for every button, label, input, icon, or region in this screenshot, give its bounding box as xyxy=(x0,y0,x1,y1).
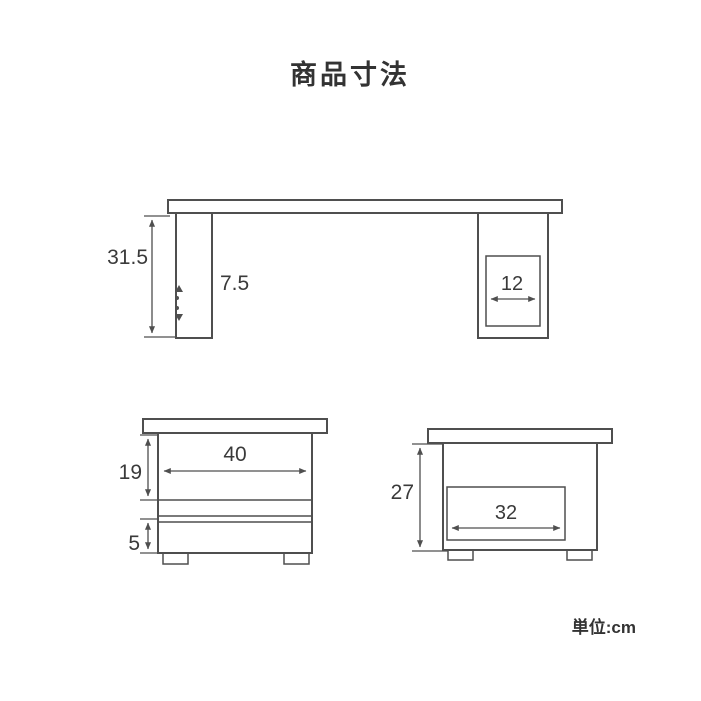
dim-side-left-lower-height: 5 xyxy=(128,518,163,555)
dim-side-left-lower-height-label: 5 xyxy=(128,532,140,555)
front-tabletop xyxy=(167,199,563,214)
side-left-foot xyxy=(283,552,310,565)
dim-front-inner-width: 12 xyxy=(490,273,536,303)
dim-dot xyxy=(175,306,179,310)
dim-front-inner-width-label: 12 xyxy=(501,273,523,295)
page-title: 商品寸法 xyxy=(290,60,410,90)
dim-side-left-inner-width: 40 xyxy=(163,443,307,475)
side-view-left: 40 19 5 xyxy=(119,418,328,565)
side-left-body xyxy=(157,432,313,554)
side-right-opening xyxy=(446,486,566,541)
dim-front-leg-detail-label: 7.5 xyxy=(220,272,249,295)
dim-side-right-inner-height: 27 xyxy=(391,443,448,552)
dim-side-left-upper-height: 19 xyxy=(119,434,158,501)
dim-front-leg-detail: 7.5 xyxy=(175,272,249,321)
side-right-foot xyxy=(566,549,593,561)
dim-side-right-inner-height-label: 27 xyxy=(391,481,414,504)
dim-side-left-inner-width-label: 40 xyxy=(223,443,246,466)
dim-arrow-down xyxy=(175,314,183,321)
dim-side-left-upper-height-label: 19 xyxy=(119,461,142,484)
dim-side-right-inner-width: 32 xyxy=(451,502,561,532)
dim-arrow-up xyxy=(175,285,183,292)
unit-label: 単位:cm xyxy=(572,617,636,637)
side-left-tabletop xyxy=(142,418,328,434)
front-right-cabinet-opening xyxy=(485,255,541,327)
side-left-foot xyxy=(162,552,189,565)
front-right-cabinet xyxy=(477,212,549,339)
side-right-foot xyxy=(447,549,474,561)
front-left-leg xyxy=(175,212,213,339)
dim-front-total-height: 31.5 xyxy=(107,215,176,338)
side-right-body xyxy=(442,442,598,551)
front-view: 31.5 7.5 12 xyxy=(107,199,563,339)
dim-front-total-height-label: 31.5 xyxy=(107,246,148,269)
side-view-right: 27 32 xyxy=(391,428,613,561)
dim-side-right-inner-width-label: 32 xyxy=(495,502,517,524)
dim-dot xyxy=(175,296,179,300)
side-right-tabletop xyxy=(427,428,613,444)
